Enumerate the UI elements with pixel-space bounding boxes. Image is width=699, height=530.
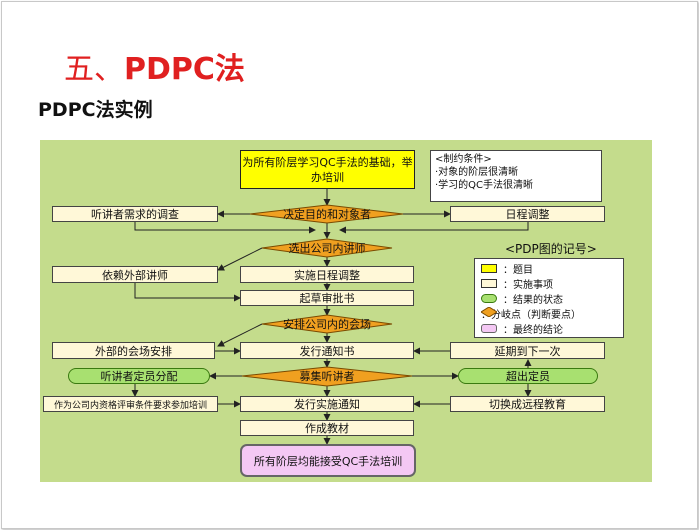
legend-label: ：实施事项: [503, 280, 553, 291]
legend-item-conclusion: ：最终的结论: [481, 322, 563, 336]
step-notice-box: 发行通知书: [240, 342, 414, 359]
slide-subtitle: PDPC法实例: [38, 99, 153, 121]
decision-diamond-2: [261, 238, 393, 258]
legend-swatch-pink: [481, 324, 497, 333]
slide-title: 五、PDPC法: [64, 44, 245, 88]
start-topic-box: 为所有阶层学习QC手法的基础，举办培训: [240, 150, 415, 189]
connector-external-return: [134, 283, 241, 302]
step-qualification-box: 作为公司内资格评审条件要求参加培训: [43, 396, 218, 412]
pdpc-diagram: 为所有阶层学习QC手法的基础，举办培训 <制约条件> ·对象的阶层很清晰 ·学习…: [40, 140, 652, 482]
final-conclusion-box: 所有阶层均能接受QC手法培训: [240, 444, 416, 477]
connector-d2-to-external: [217, 247, 263, 271]
connector-survey-return: [134, 222, 316, 234]
connector-schedule-adjust-return: [339, 222, 529, 234]
legend-label: ：题目: [503, 265, 533, 276]
legend-swatch-green-pill: [481, 294, 497, 303]
legend-item-action: ：实施事项: [481, 277, 553, 291]
step-implement-notice-box: 发行实施通知: [240, 396, 414, 412]
decision-diamond-3: [261, 314, 393, 334]
title-text: PDPC法: [124, 52, 245, 87]
legend-swatch-cream: [481, 279, 497, 288]
state-quota-pill: 听讲者定员分配: [68, 368, 210, 384]
conditions-title: <制约条件>: [435, 154, 492, 165]
legend-item-state: ：结果的状态: [481, 292, 563, 306]
step-postpone-box: 延期到下一次: [450, 342, 605, 359]
step-draft-box: 起草审批书: [240, 290, 414, 306]
condition-item: ·对象的阶层很清晰: [435, 167, 519, 178]
decision-diamond-4: [241, 366, 413, 387]
step-remote-box: 切换成远程教育: [450, 396, 605, 412]
legend-box: ：题目 ：实施事项 ：结果的状态 ：分岐点（判断要点） ：最终的结论: [474, 258, 624, 338]
step-venue-box: 外部的会场安排: [52, 342, 215, 359]
legend-label: ：最终的结论: [503, 325, 563, 336]
decision-diamond-1: [249, 204, 404, 224]
legend-label: ：结果的状态: [503, 295, 563, 306]
conditions-box: <制约条件> ·对象的阶层很清晰 ·学习的QC手法很清晰: [430, 150, 602, 202]
title-number: 五、: [64, 52, 124, 87]
step-schedule-box: 实施日程调整: [240, 266, 414, 283]
legend-label: ：分岐点（判断要点）: [481, 310, 581, 321]
legend-swatch-diamond: [481, 307, 497, 317]
legend-swatch-yellow: [481, 264, 497, 273]
step-schedule-adjust-box: 日程调整: [450, 206, 605, 222]
decision-label-2: 选出公司内讲师: [288, 242, 366, 255]
step-survey-box: 听讲者需求的调查: [52, 206, 218, 222]
condition-item: ·学习的QC手法很清晰: [435, 180, 534, 191]
step-external-lecturer-box: 依赖外部讲师: [52, 266, 218, 283]
connector-d3-to-venue: [217, 323, 263, 347]
step-material-box: 作成教材: [240, 420, 414, 436]
decision-label-1: 决定目的和对象者: [283, 208, 371, 221]
connector-layer: [131, 189, 532, 445]
legend-item-decision: ：分岐点（判断要点）: [481, 307, 581, 321]
state-exceed-pill: 超出定员: [458, 368, 598, 384]
legend-item-topic: ：题目: [481, 262, 533, 276]
legend-title: <PDP图的记号>: [505, 242, 597, 256]
decision-label-3: 安排公司内的会场: [283, 318, 371, 331]
decision-label-4: 募集听讲者: [299, 370, 355, 383]
